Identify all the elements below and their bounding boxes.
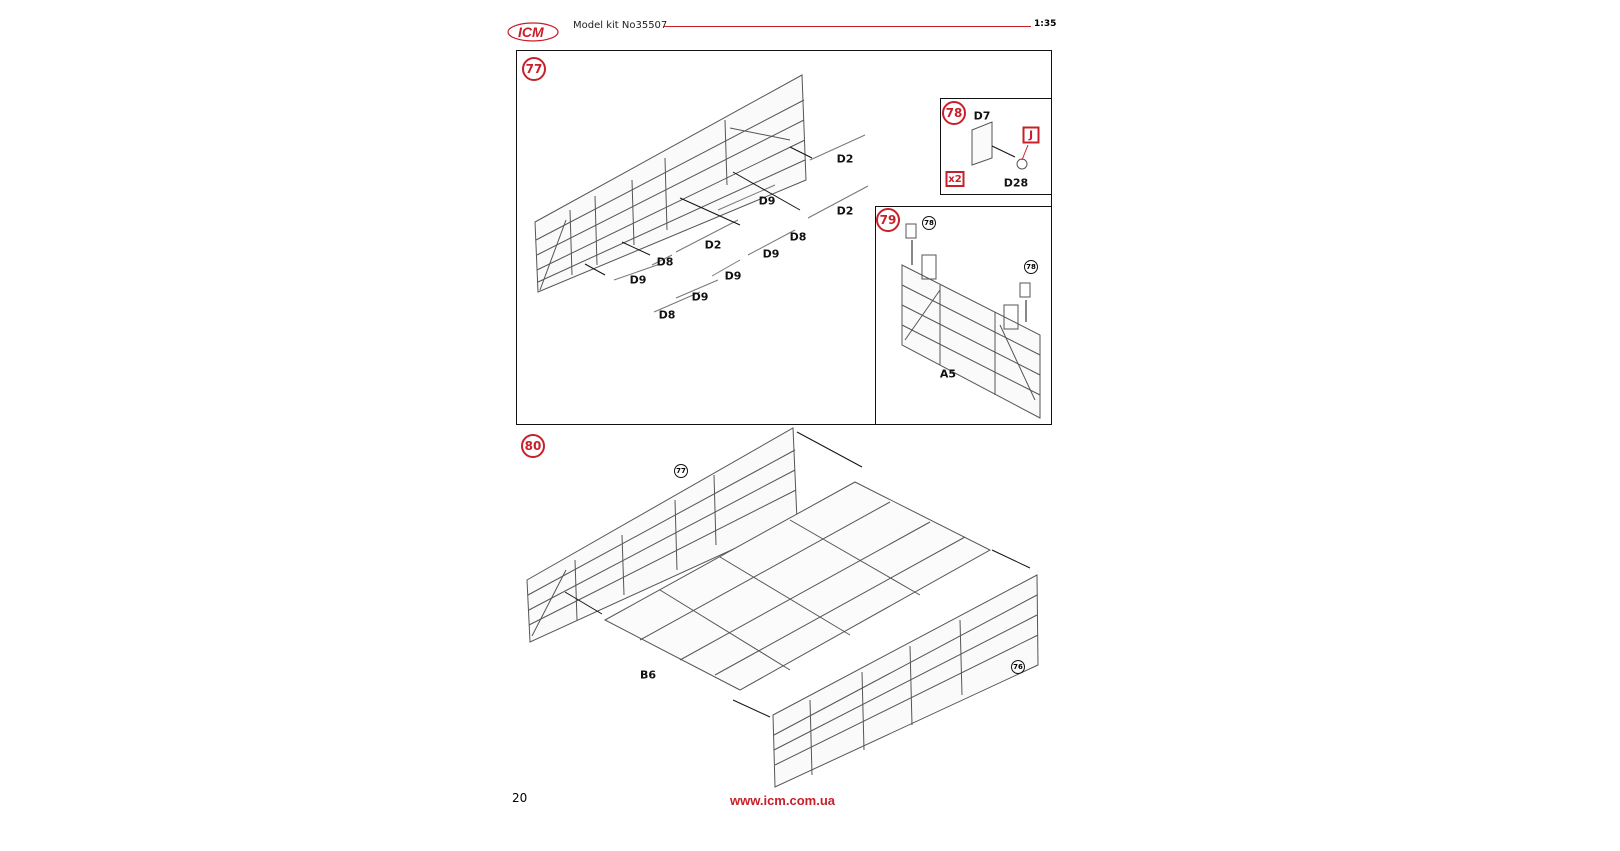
page-number: 20 — [512, 791, 528, 805]
step-78-badge: 78 — [942, 101, 966, 125]
scale-label: 1:35 — [1034, 19, 1057, 29]
step-reference: 78 — [922, 216, 936, 230]
part-label: D2 — [836, 152, 854, 166]
step-reference: 77 — [674, 464, 688, 478]
part-label: D9 — [724, 269, 742, 283]
step-77-side-panel — [534, 74, 807, 293]
kit-label: Model kit No35507 — [573, 20, 668, 31]
step-79-panel — [901, 223, 1041, 419]
part-label-b6: B6 — [639, 668, 657, 682]
part-label-a5: A5 — [939, 367, 957, 381]
quantity-badge: x2 — [945, 171, 965, 187]
step-80-badge: 80 — [521, 434, 545, 458]
part-label: D2 — [704, 238, 722, 252]
part-label-d7: D7 — [973, 109, 991, 123]
step-77-rods — [584, 134, 869, 313]
part-label: D8 — [656, 255, 674, 269]
part-label: D9 — [629, 273, 647, 287]
part-label: D8 — [789, 230, 807, 244]
step-80-floor — [603, 481, 992, 691]
step-reference: 78 — [1024, 260, 1038, 274]
step-80-left-side — [526, 427, 798, 643]
icm-logo: ICM — [506, 20, 560, 46]
step-78-parts — [971, 121, 1029, 170]
part-label-d28: D28 — [1003, 176, 1029, 190]
step-80-right-side — [772, 574, 1039, 788]
part-label: D2 — [836, 204, 854, 218]
part-label: D8 — [658, 308, 676, 322]
part-label: D9 — [691, 290, 709, 304]
step-80-arrows — [564, 431, 1031, 718]
step-77-badge: 77 — [522, 57, 546, 81]
header-rule — [663, 26, 1031, 27]
part-label: D9 — [762, 247, 780, 261]
website-link[interactable]: www.icm.com.ua — [730, 793, 835, 808]
step-reference: 76 — [1011, 660, 1025, 674]
step-79-badge: 79 — [876, 208, 900, 232]
step-79-frame — [875, 206, 1052, 425]
part-label: D9 — [758, 194, 776, 208]
svg-text:ICM: ICM — [518, 24, 544, 40]
part-label-j: J — [1022, 126, 1040, 144]
